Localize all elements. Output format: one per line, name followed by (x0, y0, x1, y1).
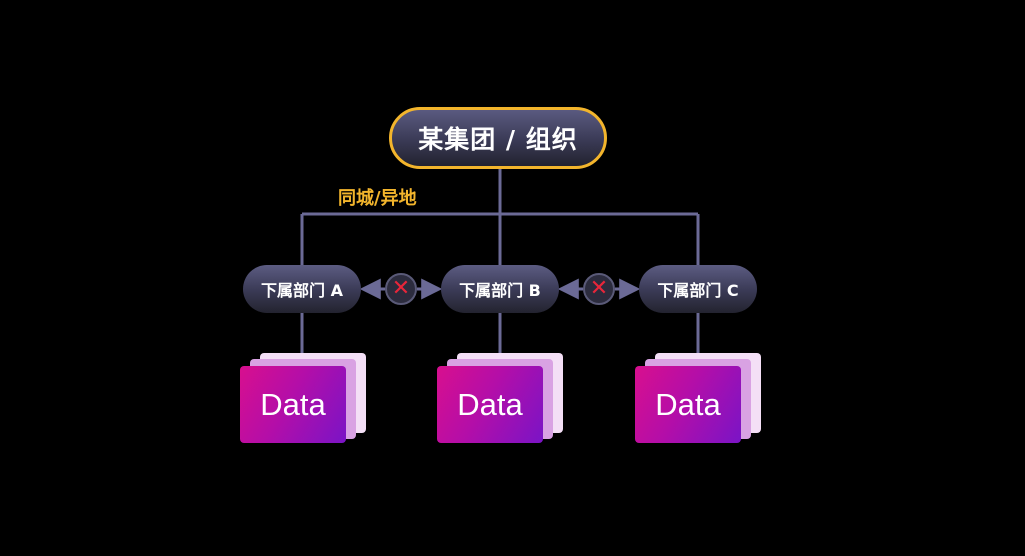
data-stack-a: Data (240, 353, 368, 445)
data-card-front: Data (635, 366, 741, 443)
data-card-front: Data (437, 366, 543, 443)
department-node-c: 下属部门 C (639, 265, 757, 313)
root-org-node: 某集团 / 组织 (389, 107, 607, 169)
data-stack-b: Data (437, 353, 565, 445)
department-node-b: 下属部门 B (441, 265, 559, 313)
x-icon: ✕ (583, 273, 615, 305)
data-stack-c: Data (635, 353, 763, 445)
region-label: 同城/异地 (338, 188, 417, 209)
data-card-front: Data (240, 366, 346, 443)
department-node-a: 下属部门 A (243, 265, 361, 313)
x-icon: ✕ (385, 273, 417, 305)
